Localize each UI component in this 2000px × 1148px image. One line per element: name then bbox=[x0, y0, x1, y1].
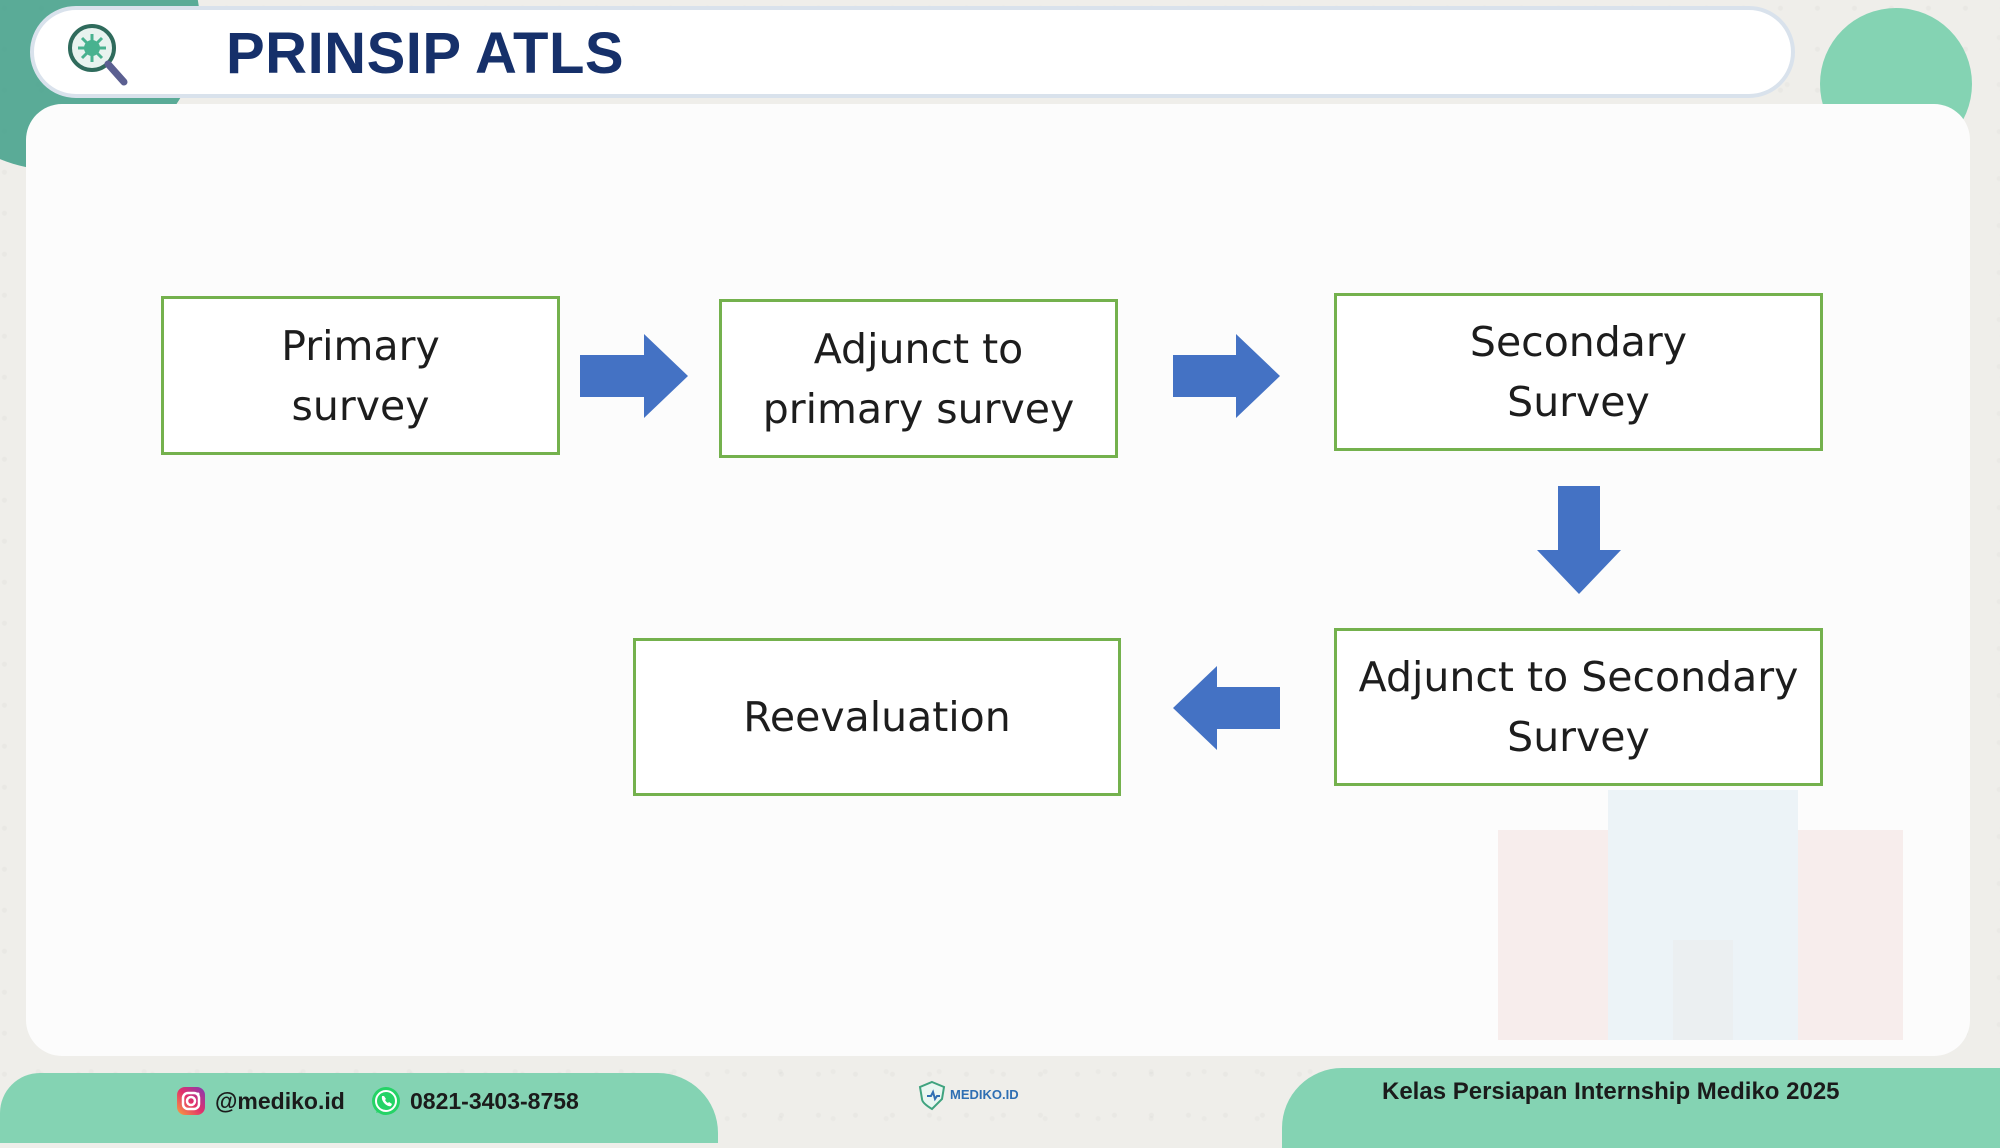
arrow-left-icon bbox=[1173, 666, 1280, 750]
magnifier-virus-icon bbox=[68, 24, 128, 86]
mediko-logo: MEDIKO.ID bbox=[916, 1072, 1028, 1118]
whatsapp-number: 0821-3403-8758 bbox=[410, 1087, 579, 1114]
footer-instagram[interactable]: @mediko.id bbox=[175, 1084, 345, 1118]
footer-tagline: Kelas Persiapan Internship Mediko 2025 bbox=[1382, 1078, 1840, 1105]
instagram-handle: @mediko.id bbox=[215, 1087, 345, 1114]
footer-left-bar bbox=[0, 1073, 718, 1143]
flow-box-secondary-survey: Secondary Survey bbox=[1334, 293, 1823, 451]
instagram-icon bbox=[177, 1087, 205, 1115]
arrow-right-icon bbox=[580, 334, 688, 418]
building-watermark-icon bbox=[1498, 790, 1903, 1040]
flow-box-adjunct-primary-survey: Adjunct to primary survey bbox=[719, 299, 1118, 458]
whatsapp-icon bbox=[372, 1087, 400, 1115]
mediko-logo-icon bbox=[918, 1080, 946, 1111]
logo-text: MEDIKO.ID bbox=[950, 1087, 1019, 1102]
title-bar: PRINSIP ATLS bbox=[30, 6, 1795, 98]
flow-box-adjunct-secondary-survey: Adjunct to Secondary Survey bbox=[1334, 628, 1823, 786]
arrow-right-icon bbox=[1173, 334, 1280, 418]
arrow-down-icon bbox=[1537, 486, 1621, 594]
flow-box-primary-survey: Primary survey bbox=[161, 296, 560, 455]
content-card bbox=[26, 104, 1970, 1056]
flow-box-reevaluation: Reevaluation bbox=[633, 638, 1121, 796]
footer-whatsapp[interactable]: 0821-3403-8758 bbox=[370, 1084, 579, 1118]
slide-title: PRINSIP ATLS bbox=[226, 21, 625, 86]
